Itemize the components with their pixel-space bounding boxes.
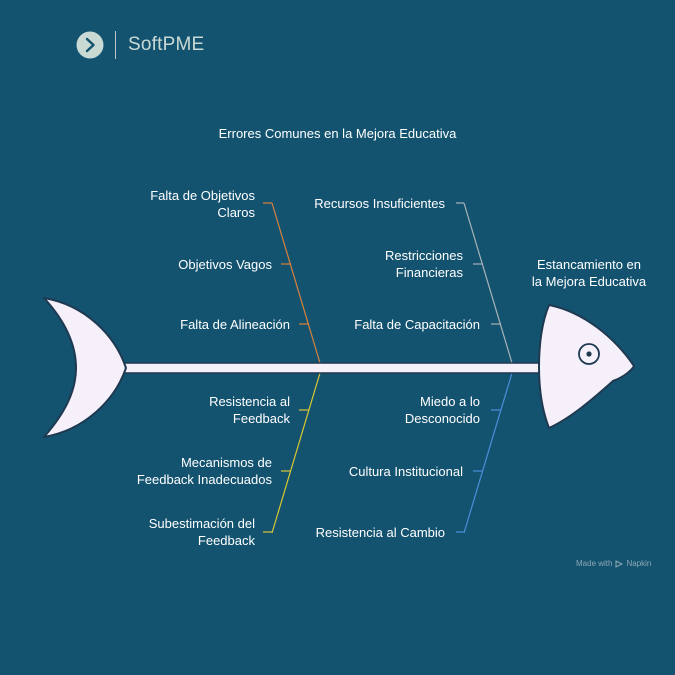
cause-label: Recursos Insuficientes xyxy=(314,196,445,211)
cause-label: Falta de Alineación xyxy=(180,317,290,332)
brand-divider xyxy=(115,31,116,59)
branch-top-right xyxy=(456,202,513,364)
cause-label: Restricciones Financieras xyxy=(384,248,463,280)
made-with-footer: Made with Napkin xyxy=(576,559,651,568)
footer-brand: Napkin xyxy=(626,559,652,568)
fish-tail xyxy=(43,297,127,438)
cause-label: Resistencia al Cambio xyxy=(315,525,445,540)
brand-name: SoftPME xyxy=(128,34,205,55)
chevron-right-icon xyxy=(76,31,104,59)
fish-eye-icon xyxy=(578,343,600,365)
cause-label: Miedo a lo Desconocido xyxy=(404,394,480,426)
diagram-title: Errores Comunes en la Mejora Educativa xyxy=(218,126,457,141)
cause-label: Mecanismos de Feedback Inadecuados xyxy=(136,455,272,487)
effect-label: Estancamiento en la Mejora Educativa xyxy=(531,257,647,289)
fish-head xyxy=(538,304,635,429)
cause-label: Resistencia al Feedback xyxy=(209,394,290,426)
cause-label: Falta de Objetivos Claros xyxy=(150,188,255,220)
branch-bottom-left xyxy=(263,372,321,534)
branch-top-left xyxy=(263,202,321,364)
branch-bottom-right xyxy=(456,372,513,534)
cause-label: Subestimación del Feedback xyxy=(148,516,255,548)
fish-spine xyxy=(119,362,553,374)
cause-label: Falta de Capacitación xyxy=(354,317,480,332)
brand: SoftPME xyxy=(76,31,204,59)
napkin-icon xyxy=(615,559,624,568)
footer-text: Made with xyxy=(576,559,613,568)
cause-label: Cultura Institucional xyxy=(348,464,463,479)
cause-label: Objetivos Vagos xyxy=(178,257,272,272)
